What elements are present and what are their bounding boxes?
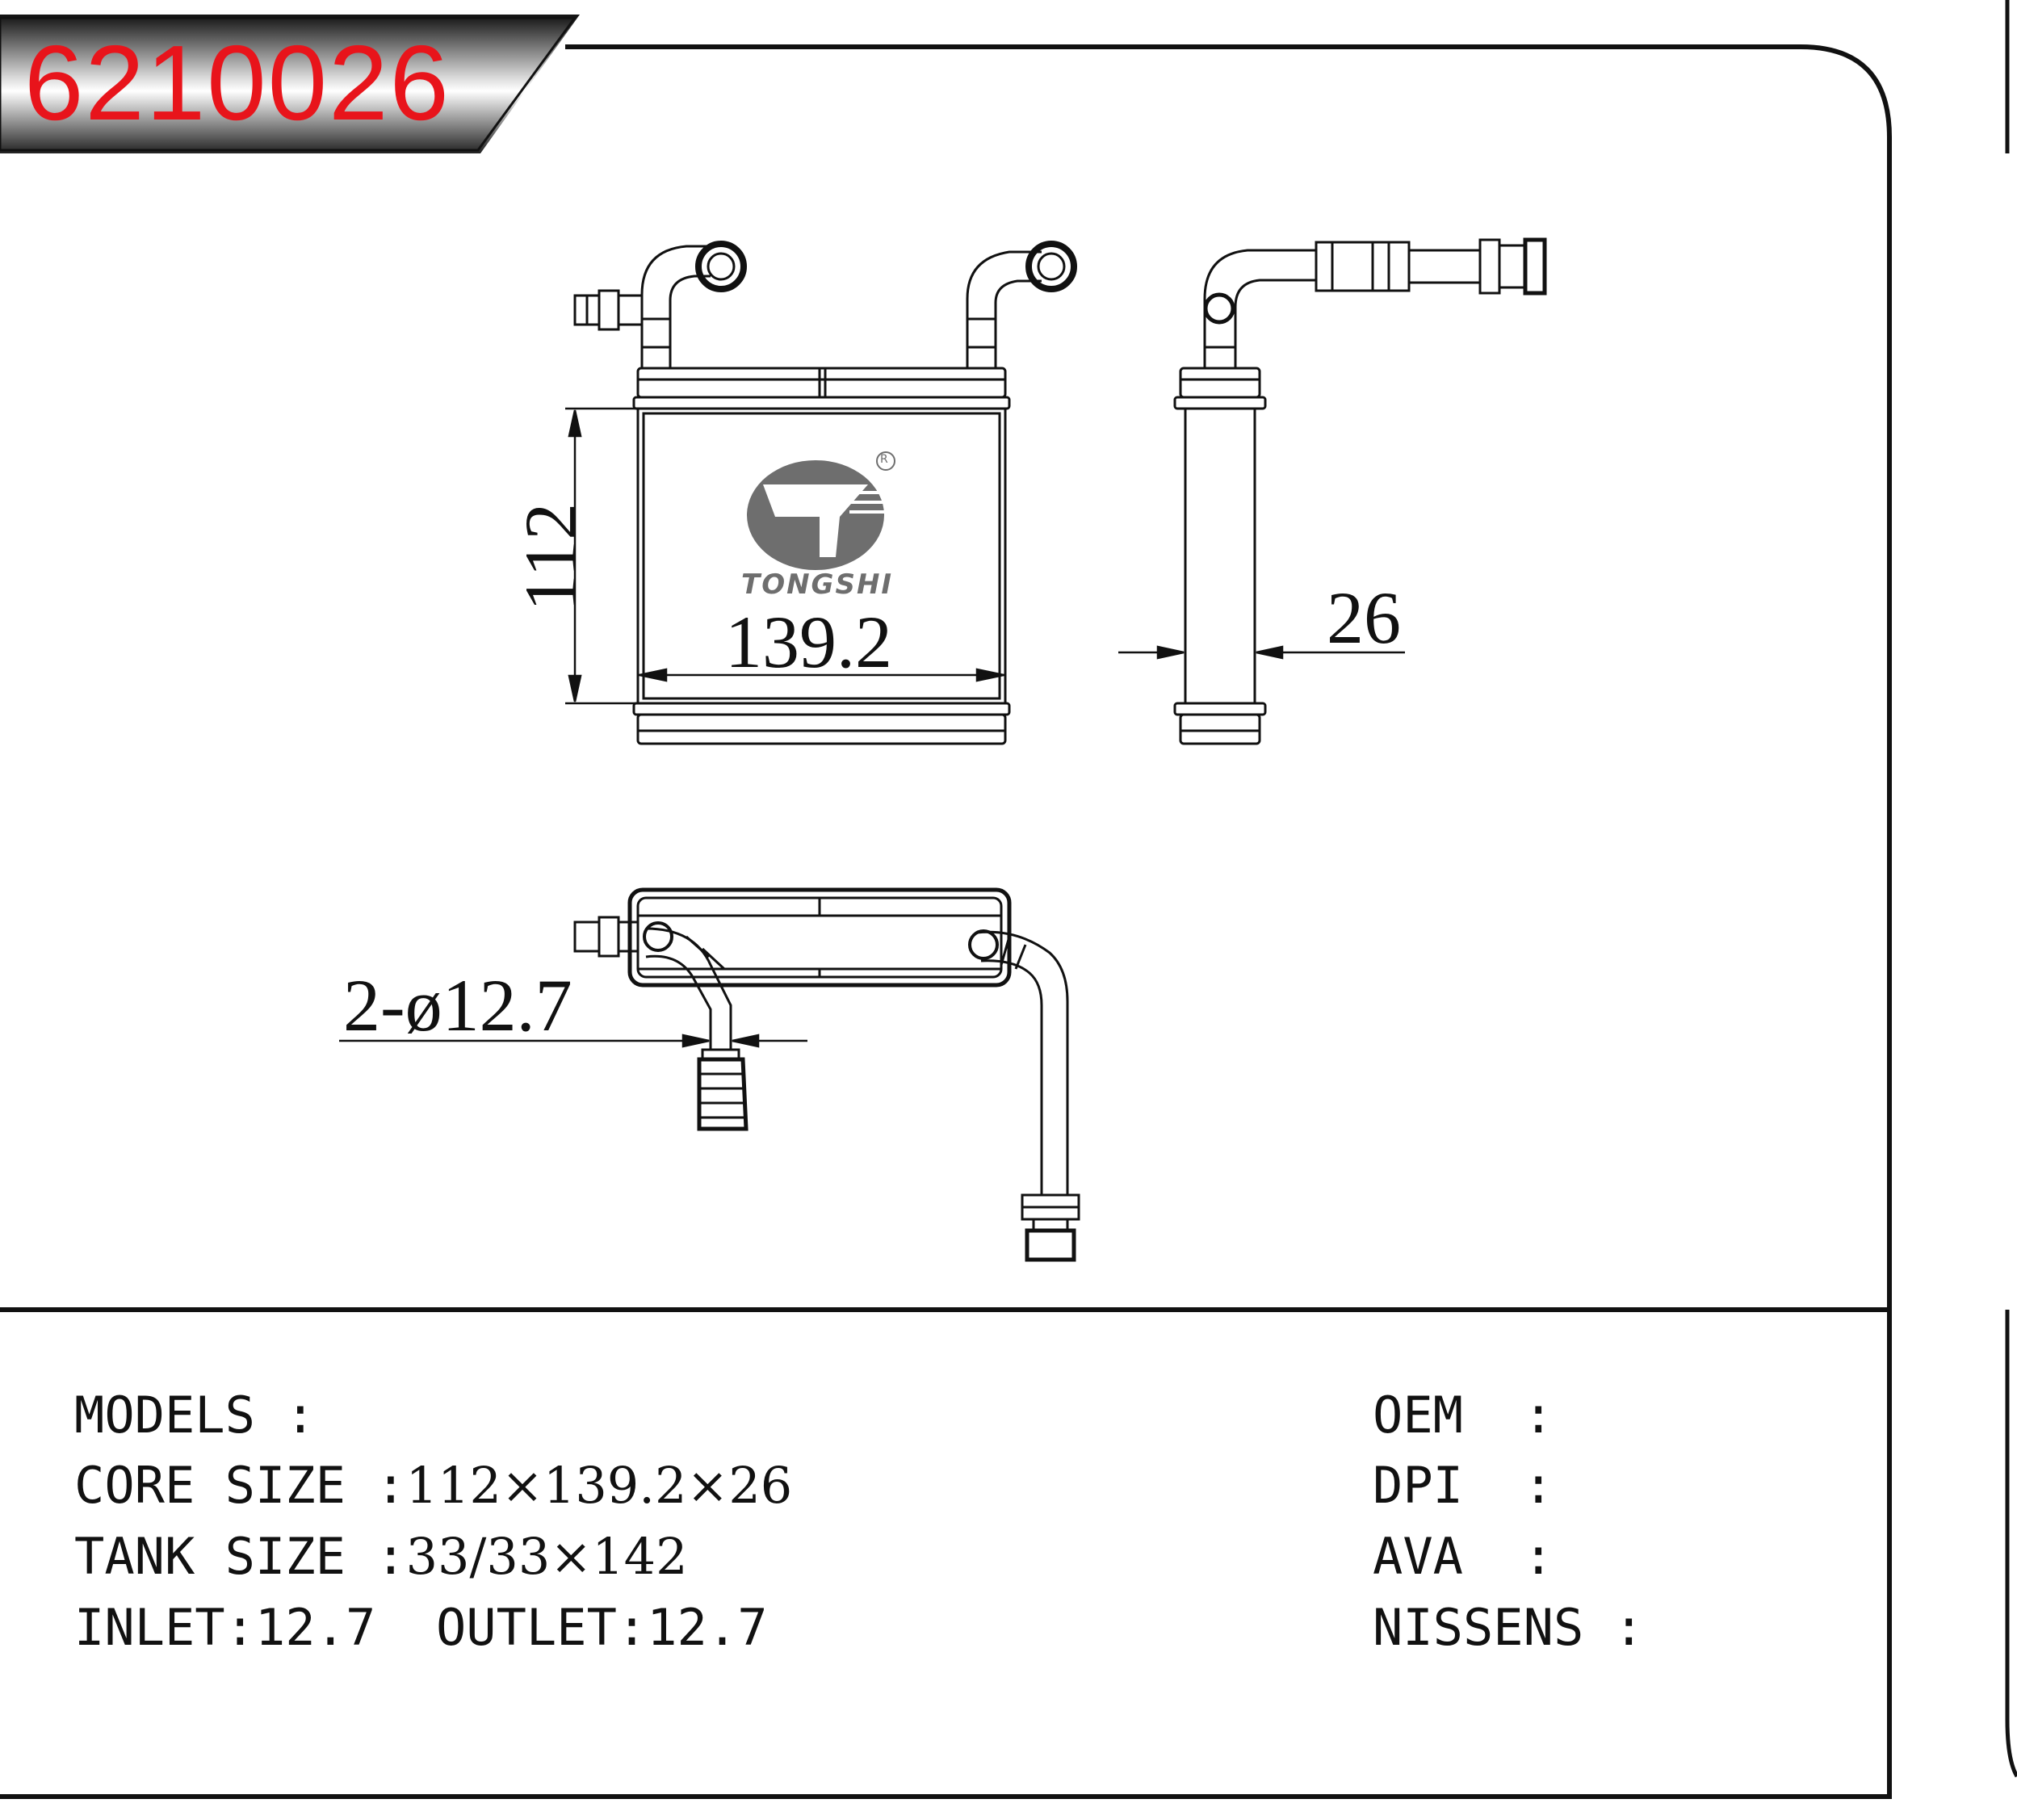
models-row: MODELS :	[74, 1386, 316, 1445]
brand-logo-text: TONGSHI	[741, 568, 894, 601]
nissens-label: NISSENS	[1373, 1598, 1584, 1657]
ava-label: AVA	[1373, 1527, 1463, 1586]
neighbor-sheet-edge	[2005, 0, 2017, 1778]
part-number: 6210026	[24, 23, 451, 142]
outlet-value: 12.7	[647, 1598, 768, 1657]
side-dimensions	[1118, 645, 1405, 660]
outlet-label: OUTLET	[435, 1598, 617, 1657]
inlet-value: 12.7	[254, 1598, 376, 1657]
nissens-row: NISSENS :	[1373, 1598, 1644, 1657]
core-size-row: CORE SIZE :112×139.2×26	[74, 1456, 793, 1515]
oem-label: OEM	[1373, 1386, 1463, 1445]
inlet-outlet-row: INLET:12.7 OUTLET:12.7	[74, 1598, 768, 1657]
inlet-label: INLET	[74, 1598, 225, 1657]
top-dimensions	[339, 1034, 807, 1048]
side-view	[1173, 237, 1547, 745]
tank-size-value: 33/33×142	[405, 1527, 688, 1586]
front-view	[573, 241, 1077, 745]
ava-row: AVA :	[1373, 1527, 1554, 1586]
dpi-row: DPI :	[1373, 1456, 1554, 1515]
core-size-value: 112×139.2×26	[405, 1456, 793, 1515]
pipe-dimension: 2-ø12.7	[343, 964, 572, 1046]
tank-size-label: TANK SIZE	[74, 1527, 346, 1586]
width-dimension: 139.2	[725, 601, 892, 683]
tank-size-row: TANK SIZE :33/33×142	[74, 1527, 688, 1586]
top-view	[573, 887, 1080, 1262]
tongshi-logo	[747, 451, 895, 570]
registered-mark: R	[880, 453, 888, 466]
part-number-banner	[0, 15, 580, 153]
oem-row: OEM :	[1373, 1386, 1554, 1445]
height-dimension: 112	[509, 502, 592, 612]
dpi-label: DPI	[1373, 1456, 1463, 1515]
models-label: MODELS	[74, 1386, 255, 1445]
core-size-label: CORE SIZE	[74, 1456, 346, 1515]
thickness-dimension: 26	[1327, 577, 1401, 659]
front-dimensions	[565, 407, 1005, 705]
sheet-frame	[0, 44, 1892, 1799]
